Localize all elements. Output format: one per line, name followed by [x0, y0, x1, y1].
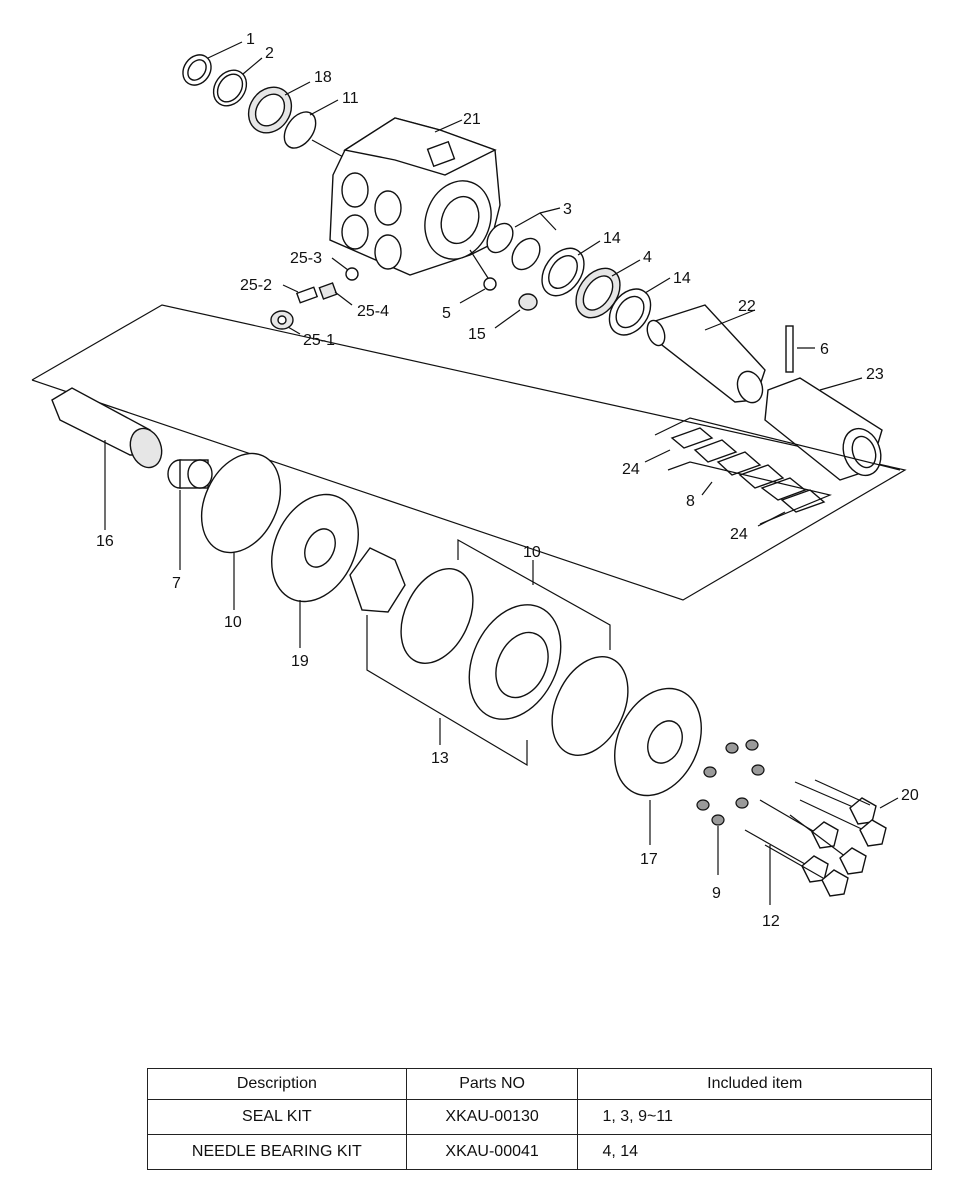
- part-14-washer: [541, 240, 601, 297]
- label-17: 17: [640, 851, 658, 868]
- label-25-1: 25-1: [303, 332, 335, 349]
- part-1-seal: [182, 41, 243, 86]
- label-2: 2: [265, 45, 274, 62]
- label-5: 5: [442, 305, 451, 322]
- label-20: 20: [901, 787, 919, 804]
- label-22: 22: [738, 298, 756, 315]
- label-12: 12: [762, 913, 780, 930]
- cell-parts-no: XKAU-00130: [405, 1099, 579, 1135]
- cell-included: 1, 3, 9~11: [577, 1099, 932, 1135]
- label-10: 10: [224, 614, 242, 631]
- label-24b: 24: [730, 526, 748, 543]
- label-16: 16: [96, 533, 114, 550]
- exploded-parts-diagram: 1 2 18 11 21 3 14 4 14 25-3 25-2 25-4 25…: [31, 31, 919, 930]
- part-19-plate: [271, 493, 359, 648]
- label-8: 8: [686, 493, 695, 510]
- part-24-8-springs: [644, 417, 901, 527]
- label-1: 1: [246, 31, 255, 48]
- part-9-washers: [696, 739, 765, 875]
- cell-description: SEAL KIT: [147, 1099, 407, 1135]
- part-17-end-cap: [614, 687, 702, 845]
- part-10-oring-2: [551, 656, 629, 756]
- part-20-12-bolts: [744, 779, 899, 905]
- part-4-needle-bearing: [575, 259, 641, 319]
- label-14b: 14: [673, 270, 691, 287]
- label-25-4: 25-4: [357, 303, 389, 320]
- label-13: 13: [431, 750, 449, 767]
- part-13-gerotor: [349, 538, 611, 767]
- part-15-plug: [494, 293, 538, 329]
- part-10-oring: [200, 452, 282, 610]
- part-22-spool: [646, 304, 766, 404]
- label-7: 7: [172, 575, 181, 592]
- label-14: 14: [603, 230, 621, 247]
- label-15: 15: [468, 326, 486, 343]
- part-7-spacer: [167, 459, 213, 570]
- part-14-washer-2: [608, 277, 671, 336]
- part-3-rings: [486, 207, 561, 271]
- label-25-3: 25-3: [290, 250, 322, 267]
- part-23-sleeve: [764, 377, 883, 481]
- table-row: NEEDLE BEARING KIT XKAU-00041 4, 14: [147, 1134, 932, 1170]
- part-2-ring: [212, 57, 263, 107]
- header-parts-no: Parts NO: [405, 1068, 579, 1100]
- header-included-item: Included item: [577, 1068, 932, 1100]
- label-11: 11: [342, 90, 359, 107]
- label-18: 18: [314, 69, 332, 86]
- table-row: SEAL KIT XKAU-00130 1, 3, 9~11: [147, 1099, 932, 1135]
- part-6-pin: [785, 325, 815, 373]
- cell-parts-no: XKAU-00041: [405, 1134, 579, 1170]
- part-11-oring: [283, 99, 346, 159]
- cell-description: NEEDLE BEARING KIT: [147, 1134, 407, 1170]
- label-23: 23: [866, 366, 884, 383]
- label-10b: 10: [523, 544, 541, 561]
- label-25-2: 25-2: [240, 277, 272, 294]
- part-21-housing: [329, 117, 501, 276]
- part-25-relief-valve: [270, 257, 359, 335]
- label-6: 6: [820, 341, 829, 358]
- header-description: Description: [147, 1068, 407, 1100]
- part-16-shaft: [51, 387, 163, 530]
- kit-table-header: Description Parts NO Included item: [147, 1068, 932, 1100]
- label-24: 24: [622, 461, 640, 478]
- label-4: 4: [643, 249, 652, 266]
- kit-table: Description Parts NO Included item SEAL …: [147, 1068, 932, 1170]
- label-21: 21: [463, 111, 481, 128]
- cell-included: 4, 14: [577, 1134, 932, 1170]
- label-3: 3: [563, 201, 572, 218]
- label-9: 9: [712, 885, 721, 902]
- part-5-ball: [459, 249, 497, 304]
- part-18-gland: [247, 81, 311, 134]
- label-19: 19: [291, 653, 309, 670]
